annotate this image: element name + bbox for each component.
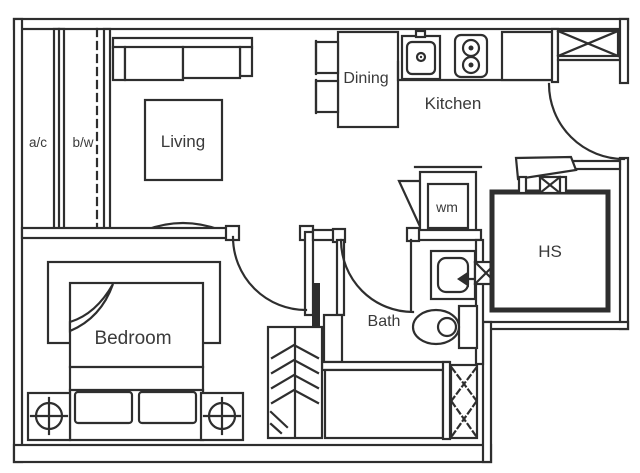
lower-service-area: [323, 360, 479, 441]
vent-shaft-box: [449, 363, 479, 440]
wall-top: [12, 17, 630, 31]
ac-ledge-label: a/c: [29, 135, 47, 150]
nightstand-right: [199, 391, 245, 442]
store-right-wall: [441, 360, 452, 441]
bath-jamb-hinge: [405, 226, 421, 243]
sofa-arm-left: [111, 45, 127, 82]
bath-top-wall-right: [411, 228, 483, 242]
hob-icon: [453, 33, 489, 79]
burner-bottom: [461, 55, 481, 75]
bedroom-right-wall: [303, 230, 315, 317]
toilet-cistern: [457, 304, 479, 350]
washer-icon: [426, 182, 470, 230]
bath-left-wall: [335, 238, 346, 317]
shaft-x2-b: [450, 400, 478, 438]
coffee-table: [143, 98, 224, 182]
entry-threshold: [571, 159, 622, 171]
wall-step-vertical: [481, 320, 493, 464]
entry: [514, 82, 626, 181]
dining-chair-top: [314, 40, 340, 75]
louvre-hatching: [269, 343, 320, 435]
partition-wall: [20, 226, 240, 240]
ledge-strips: a/c b/w: [29, 27, 112, 231]
store-room: [323, 368, 445, 440]
duct-column: [312, 283, 320, 347]
kitchen-label: Kitchen: [425, 94, 482, 113]
bay-window-wall: [102, 27, 112, 231]
sink-drain: [415, 51, 427, 63]
bath-right-wall: [474, 238, 485, 366]
entrance-door-arc: [547, 82, 626, 161]
blanket-fold: [68, 283, 115, 333]
bedroom-label: Bedroom: [94, 328, 171, 349]
shelter-vent-icon: [538, 175, 562, 195]
sink-tap: [414, 29, 427, 39]
living-bedroom-partition: [20, 224, 320, 347]
sofa-cushion-left: [123, 45, 185, 82]
shelter-label: HS: [538, 242, 562, 261]
pillow-left: [73, 390, 134, 425]
wall-right-upper: [618, 17, 630, 85]
household-shelter: HS: [489, 175, 611, 313]
outer-walls: [12, 17, 630, 464]
dining-chair-bottom: [314, 79, 340, 114]
sofa-cushion-right: [181, 45, 242, 80]
vent-shaft-icon: [449, 363, 479, 440]
wall-bottom: [12, 443, 493, 464]
burner-top-dot: [468, 45, 474, 51]
toilet-seat: [436, 316, 458, 338]
vent-diag-2: [556, 29, 620, 58]
washer-label: wm: [435, 199, 458, 215]
dining-area: Dining: [314, 30, 400, 129]
bathroom: Bath: [311, 226, 499, 372]
shaft-x1-b: [450, 366, 478, 402]
wall-right-mid: [618, 156, 630, 331]
bath-door-arc: [339, 238, 415, 314]
pillow-right: [137, 390, 198, 425]
bath-corner-wall: [322, 313, 344, 364]
sofa-arm-right: [238, 45, 254, 78]
living-room: Living: [111, 36, 254, 235]
nightstand-left: [26, 391, 72, 442]
basin-icon: [429, 249, 490, 301]
burner-bottom-dot: [468, 62, 474, 68]
kitchen-sink-icon: [400, 29, 442, 81]
bath-label: Bath: [368, 313, 401, 330]
dining-label: Dining: [343, 70, 388, 87]
bath-bottom-wall: [320, 360, 451, 372]
bedroom: Bedroom: [26, 260, 245, 442]
washer-niche: wm: [397, 165, 483, 238]
living-label: Living: [161, 132, 205, 151]
bedroom-door-arc: [231, 235, 308, 312]
wall-step-horizontal: [481, 320, 630, 331]
toilet-bowl: [411, 308, 461, 346]
basin-tap-arrow: [457, 271, 469, 287]
ledge-vent-icon: [556, 29, 620, 58]
wall-left: [12, 17, 24, 464]
shelter-door-stub-left: [517, 175, 528, 195]
bay-window-label: b/w: [72, 135, 93, 150]
shelter-door-leaf: [514, 155, 578, 181]
dining-table: [336, 30, 400, 129]
louvre-shaft: [266, 325, 324, 440]
sink-drain-dot: [419, 55, 423, 59]
kitchen-cabinet: [500, 30, 555, 82]
toilet-icon: [411, 304, 479, 350]
kitchen: Kitchen: [396, 27, 620, 113]
sofa: [111, 36, 254, 82]
